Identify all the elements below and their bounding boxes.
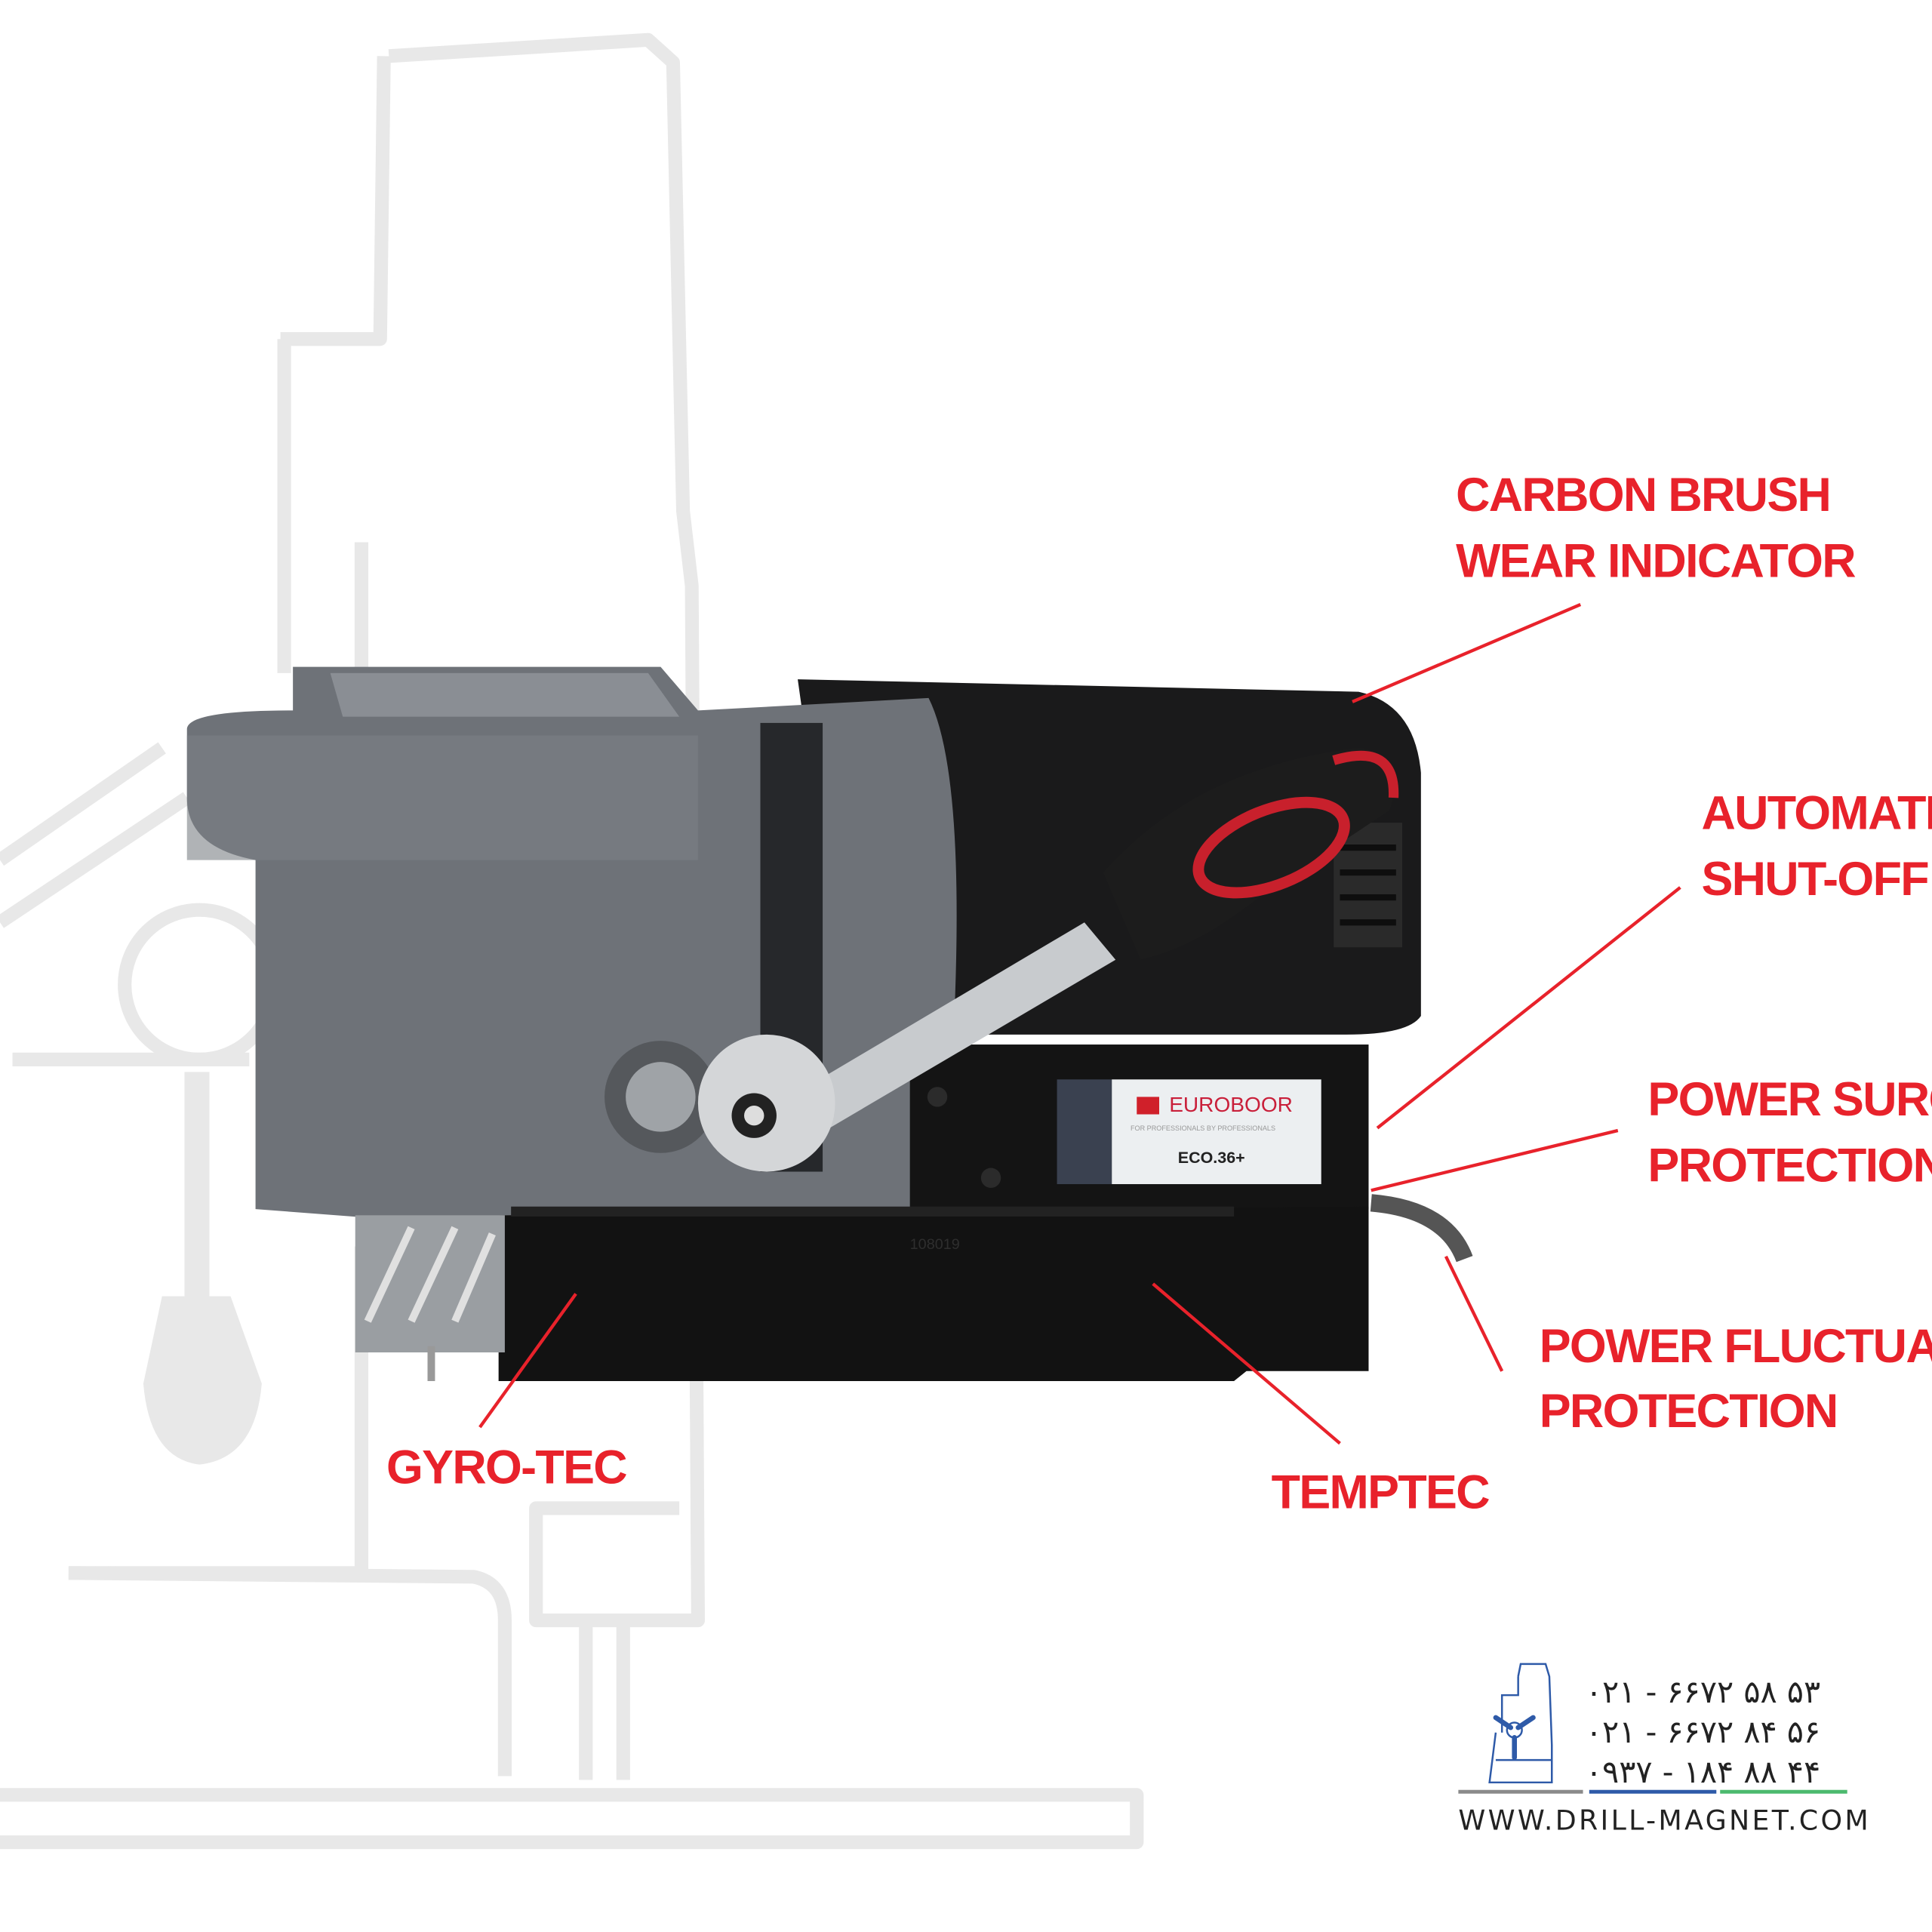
feature-label-carbon-brush-line1: CARBON BRUSH xyxy=(1456,469,1830,521)
callout-line-auto-shutoff xyxy=(1376,886,1681,1130)
divider-bar-gray xyxy=(1458,1789,1583,1794)
callout-line-temptec xyxy=(1152,1282,1341,1445)
feature-callouts: CARBON BRUSH WEAR INDICATOR AUTOMATIC SH… xyxy=(386,469,1932,1518)
callout-line-power-fluctuation xyxy=(1444,1255,1504,1372)
feature-label-power-fluctuation-line1: POWER FLUCTUATION xyxy=(1540,1320,1932,1373)
feature-label-auto-shutoff-line2: SHUT-OFF xyxy=(1701,853,1928,906)
phone-number-1[interactable]: ۰۲۱ - ۶۶۷۲ ۵۸ ۵۳ xyxy=(1586,1674,1820,1710)
drill-magnet-logo-icon xyxy=(1488,1663,1553,1784)
brand-name: EUROBOOR xyxy=(1169,1093,1293,1116)
model-name: ECO.36+ xyxy=(1178,1149,1245,1167)
brand-logo-square-icon xyxy=(1137,1097,1159,1115)
website-link[interactable]: WWW.DRILL-MAGNET.COM xyxy=(1458,1804,1871,1837)
contact-block: ۰۲۱ - ۶۶۷۲ ۵۸ ۵۳ ۰۲۱ - ۶۶۷۲ ۸۴ ۵۶ ۰۹۳۷ -… xyxy=(1458,1663,1871,1837)
serial-mark: 108019 xyxy=(910,1236,960,1253)
feature-label-power-surge-line2: PROTECTION xyxy=(1647,1140,1932,1192)
feature-label-power-fluctuation-line2: PROTECTION xyxy=(1540,1385,1838,1438)
phone-number-2[interactable]: ۰۲۱ - ۶۶۷۲ ۸۴ ۵۶ xyxy=(1586,1714,1820,1750)
feature-label-gyrotec: GYRO-TEC xyxy=(386,1441,626,1494)
magnetic-drill-product: 108019 EUROBOOR FOR PROFESSIONALS BY PRO… xyxy=(186,666,1473,1381)
feature-label-power-surge-line1: POWER SURGE xyxy=(1647,1073,1932,1126)
feature-label-carbon-brush-line2: WEAR INDICATOR xyxy=(1456,535,1856,588)
callout-line-power-surge xyxy=(1371,1128,1619,1192)
divider-bar-green xyxy=(1720,1789,1847,1794)
feature-label-temptec: TEMPTEC xyxy=(1272,1466,1490,1518)
feature-label-auto-shutoff-line1: AUTOMATIC xyxy=(1701,786,1932,839)
callout-line-gyrotec xyxy=(478,1293,577,1429)
callout-line-carbon-brush xyxy=(1352,603,1582,703)
divider-bar-blue xyxy=(1589,1789,1717,1794)
brand-tagline: FOR PROFESSIONALS BY PROFESSIONALS xyxy=(1131,1124,1275,1132)
phone-number-3[interactable]: ۰۹۳۷ - ۱۸۴ ۸۸ ۴۴ xyxy=(1586,1754,1820,1790)
